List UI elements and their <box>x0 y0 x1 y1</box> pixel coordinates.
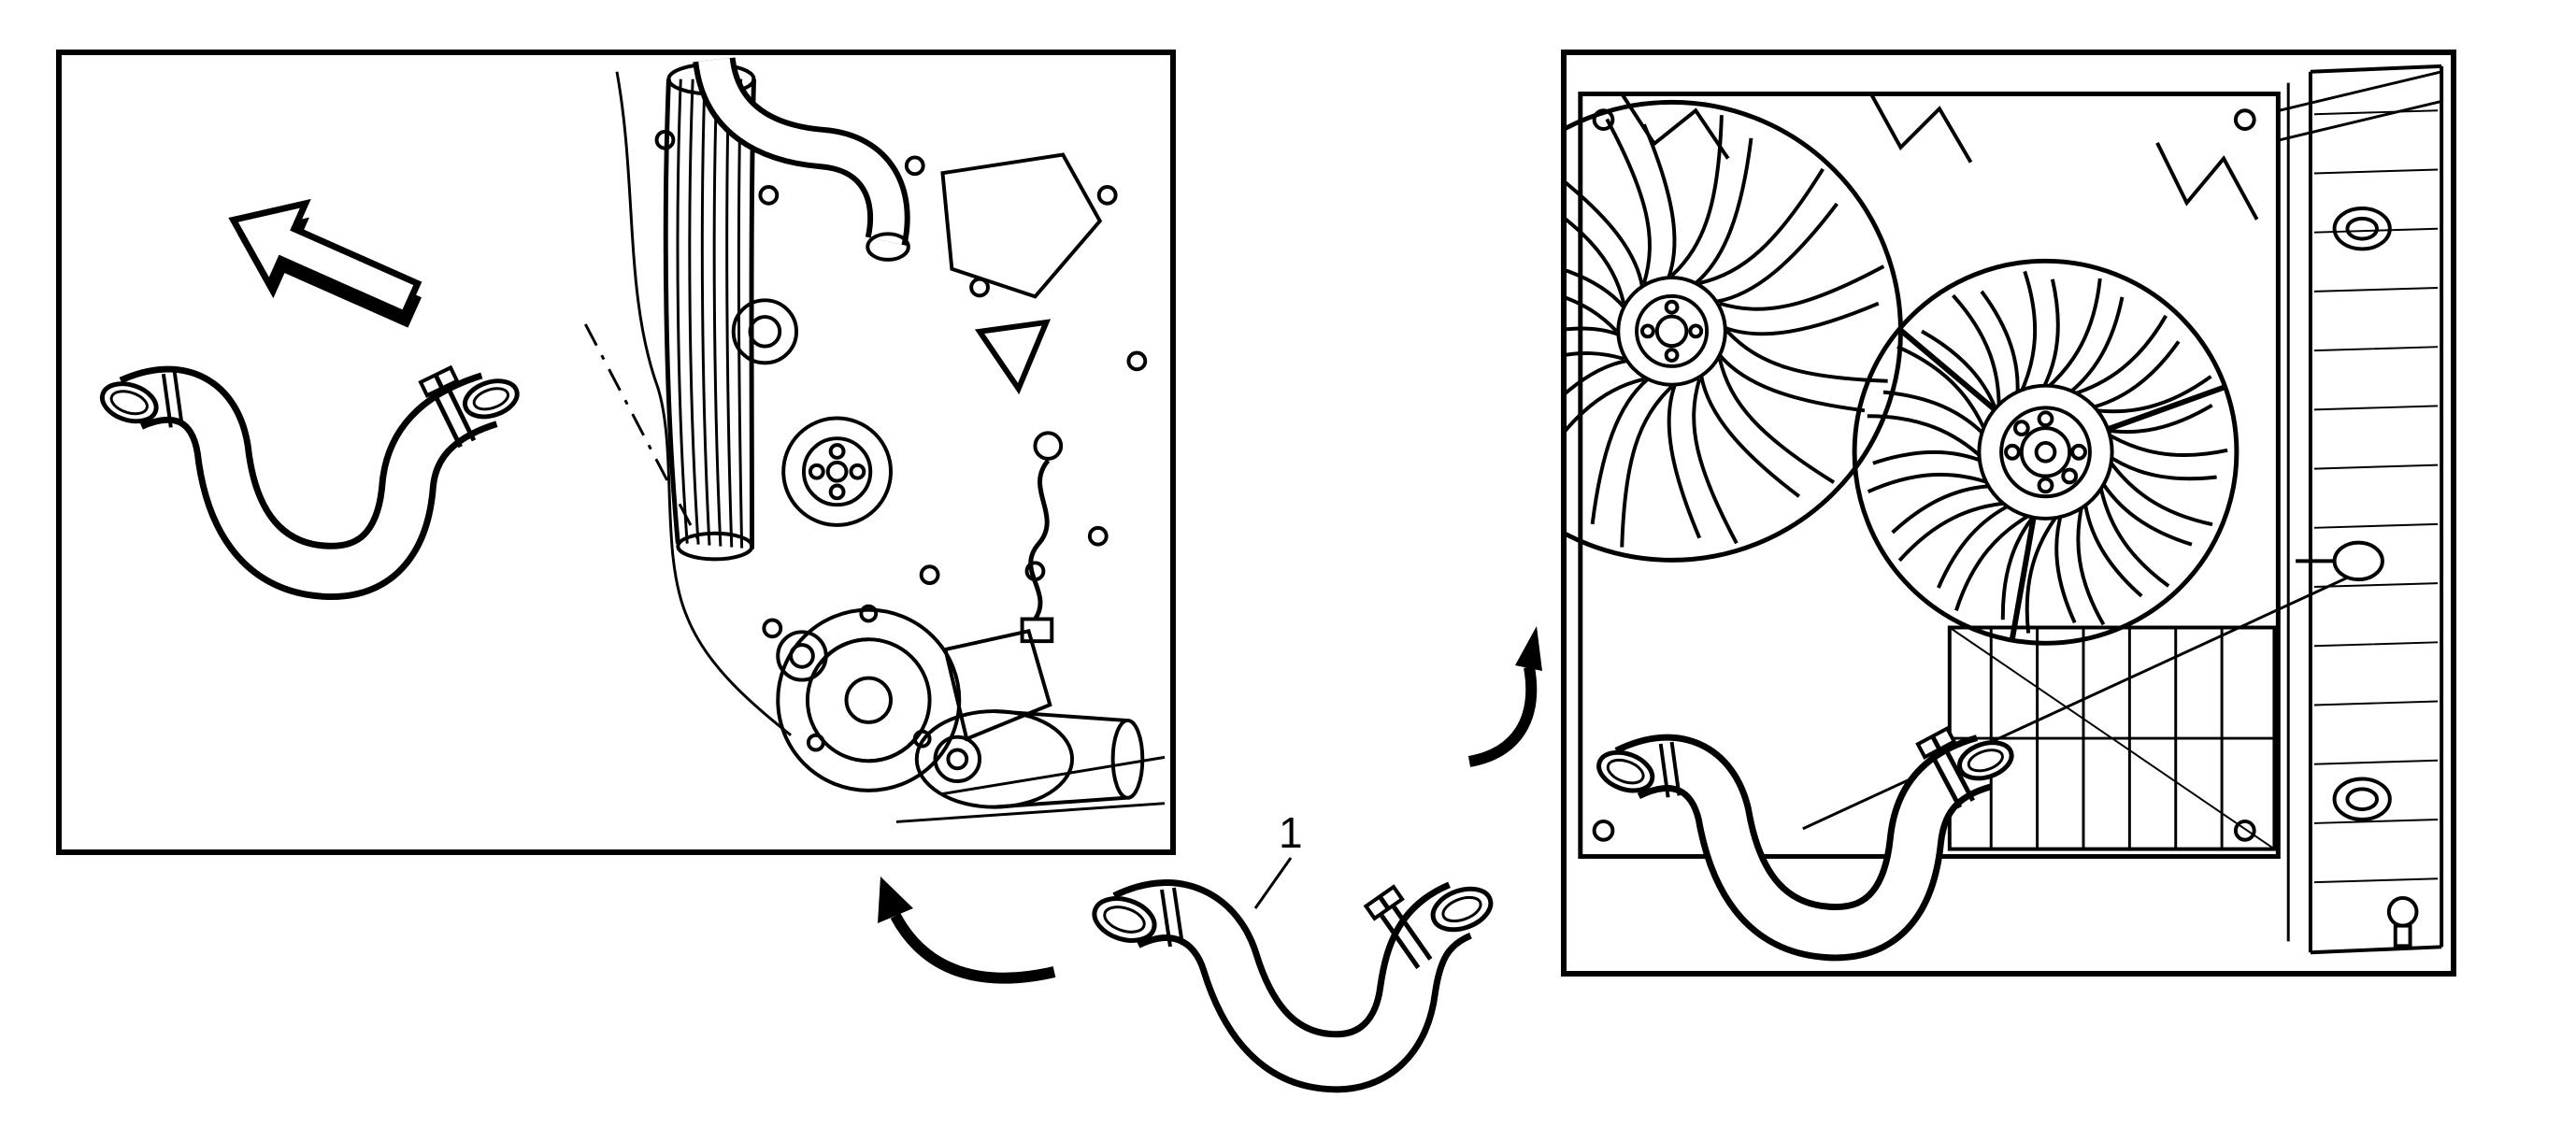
left-fan-illustration <box>1567 102 1901 561</box>
hose-clamp-icon <box>1363 884 1433 970</box>
callout-leader-line <box>1253 857 1293 909</box>
engine-assembly-illustration <box>584 56 1166 823</box>
hose-illustration-right-panel <box>1596 725 2014 962</box>
engine-view-illustration <box>99 56 1166 823</box>
hose-clamp-icon <box>418 364 477 449</box>
pointer-line <box>1802 576 2349 831</box>
curved-arrow-to-left-panel-icon <box>878 877 1056 984</box>
radiator-fan-illustration <box>1567 64 2444 962</box>
radiator-tank-illustration <box>2278 64 2444 955</box>
part-1-hose-illustration <box>1092 879 1494 1093</box>
hose-illustration-left-panel <box>99 364 520 600</box>
hose-clamp-icon <box>1915 725 1975 809</box>
callout-label-1: 1 <box>1279 808 1303 857</box>
block-arrow-icon <box>228 198 422 328</box>
panel-engine-view <box>56 50 1176 855</box>
center-fan-illustration <box>1854 260 2237 640</box>
curved-arrow-to-right-panel-icon <box>1467 626 1542 767</box>
panel-radiator-fan-view <box>1561 50 2456 977</box>
